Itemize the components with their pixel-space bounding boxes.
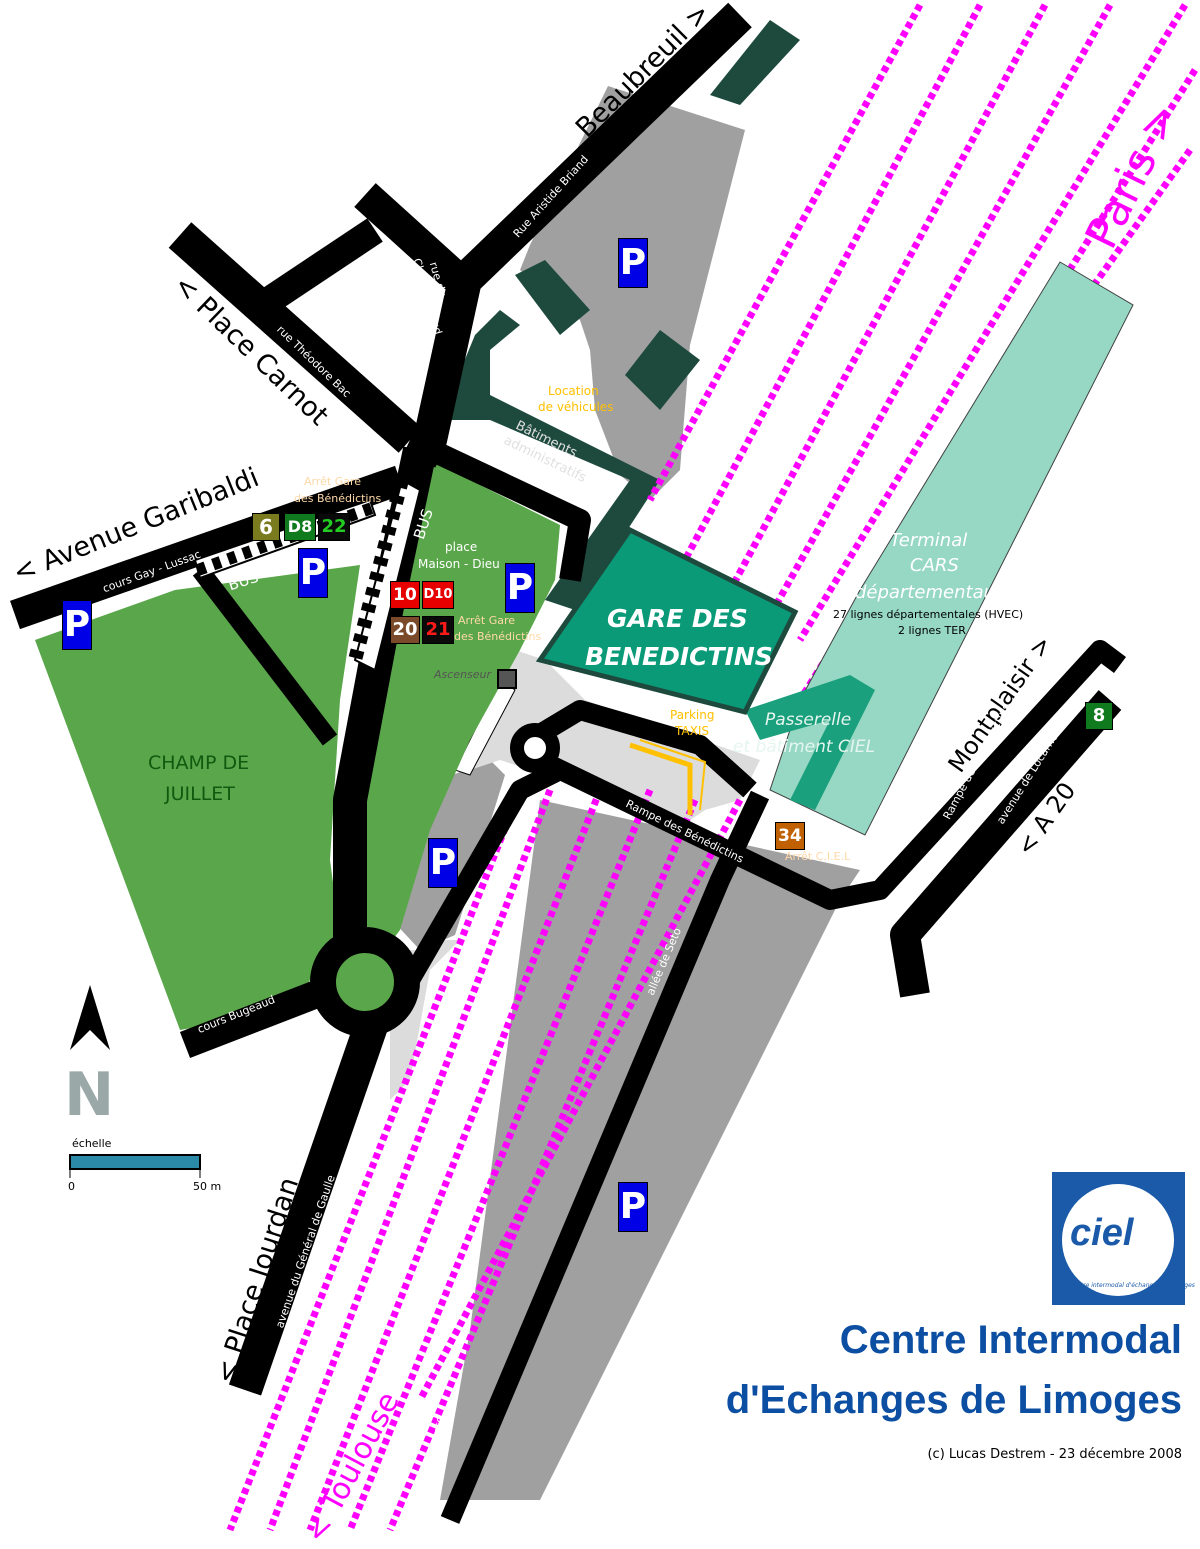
place-maison-dieu-label-1: place: [445, 540, 478, 554]
passerelle-building: [745, 675, 875, 810]
scale-bar: [69, 1154, 201, 1170]
stop-maison-dieu-label-1: Arrêt Gare: [458, 614, 516, 627]
map-credit: (c) Lucas Destrem - 23 décembre 2008: [927, 1447, 1182, 1462]
bus-line-badge: 22: [318, 513, 350, 541]
terminal-label-2: CARS: [910, 555, 959, 576]
parking-sign: P: [428, 838, 458, 888]
scale-label: échelle: [72, 1137, 112, 1150]
parking-sign: P: [62, 600, 92, 650]
elevator-icon: [497, 669, 517, 689]
bus-line-badge: 6: [252, 513, 280, 541]
roundabout-station: [510, 723, 560, 773]
admin-buildings: [440, 310, 660, 610]
stop-maison-dieu-label-2: des Bénédictins: [454, 630, 542, 643]
map-title-line1: Centre Intermodal: [839, 1318, 1182, 1362]
passerelle-label-2: et bâtiment CIEL: [733, 737, 876, 757]
champ-de-juillet-label-2: JUILLET: [165, 783, 235, 805]
elevator-label: Ascenseur: [434, 668, 492, 681]
roundabout-south: [310, 927, 420, 1037]
parking-sign: P: [505, 563, 535, 613]
passerelle-label-1: Passerelle: [765, 710, 852, 730]
stop-garibaldi-label-1: Arrêt Gare: [304, 475, 362, 488]
terminal-label-3: départementaux: [855, 582, 1006, 603]
taxi-parking-outline-2: [639, 739, 707, 811]
location-label-2: de véhicules: [538, 400, 614, 414]
terminal-label-5: 2 lignes TER: [898, 624, 966, 637]
bus-lane-vertical: [348, 478, 422, 672]
parking-sign: P: [618, 238, 648, 288]
taxi-parking-label-2: TAXIS: [675, 724, 709, 738]
forecourt-light: [450, 650, 760, 820]
bus-line-badge: 20: [390, 616, 420, 644]
scale-min: 0: [68, 1180, 75, 1193]
stop-ciel-label: Arrêt C.I.E.L: [785, 850, 851, 863]
railway-tracks: [226, 3, 1198, 1532]
ciel-logo-disc: [1062, 1184, 1174, 1296]
place-maison-dieu-label-2: Maison - Dieu: [418, 557, 500, 571]
champ-de-juillet-label-1: CHAMP DE: [148, 752, 250, 774]
bus-line-badge: D8: [284, 513, 316, 541]
admin-building-top: [710, 20, 800, 105]
bus-line-badge: 10: [390, 581, 420, 609]
terminal-label-1: Terminal: [890, 530, 968, 551]
admin-building-mid1: [515, 260, 590, 335]
ciel-logo-text: ciel: [1070, 1212, 1134, 1254]
station-name-line2: BENEDICTINS: [585, 642, 773, 671]
location-label-1: Location: [548, 384, 599, 398]
parking-area-south: [440, 800, 860, 1500]
station-name-line1: GARE DES: [607, 604, 748, 633]
north-arrow-icon: [70, 985, 110, 1050]
roads: [10, 2, 1126, 1524]
north-letter: N: [64, 1060, 115, 1130]
bus-line-badge: 34: [775, 822, 805, 850]
stop-garibaldi-label-2: des Bénédictins: [294, 492, 382, 505]
admin-building-mid2: [625, 330, 700, 410]
parking-sign: P: [298, 548, 328, 598]
bus-line-badge: 21: [422, 616, 454, 644]
station-building: [535, 526, 799, 715]
taxi-parking-outline: [629, 742, 693, 815]
bus-line-badge: 8: [1085, 702, 1113, 730]
taxi-parking-label-1: Parking: [670, 708, 715, 722]
scale-max: 50 m: [193, 1180, 222, 1193]
parking-sign: P: [618, 1182, 648, 1232]
terminal-label-4: 27 lignes départementales (HVEC): [833, 608, 1024, 621]
bus-line-badge: D10: [422, 581, 454, 609]
map-title-line2: d'Echanges de Limoges: [725, 1378, 1182, 1422]
ciel-logo-caption: centre intermodal d'échanges de limoges: [1070, 1282, 1195, 1289]
